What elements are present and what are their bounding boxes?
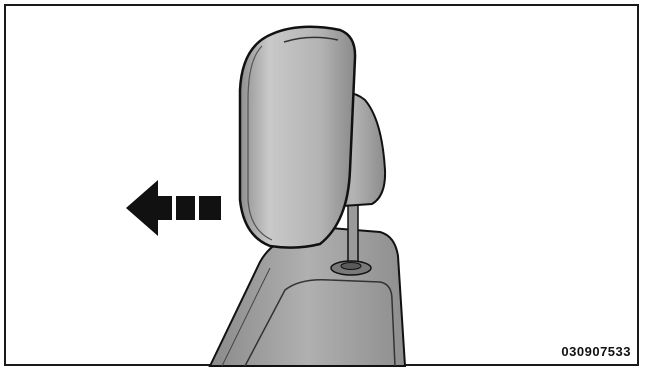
figure-id-label: 030907533 — [561, 344, 631, 359]
arrow-left-dashed-icon — [126, 180, 221, 236]
seat-back — [210, 228, 405, 366]
headrest-front — [240, 27, 355, 248]
